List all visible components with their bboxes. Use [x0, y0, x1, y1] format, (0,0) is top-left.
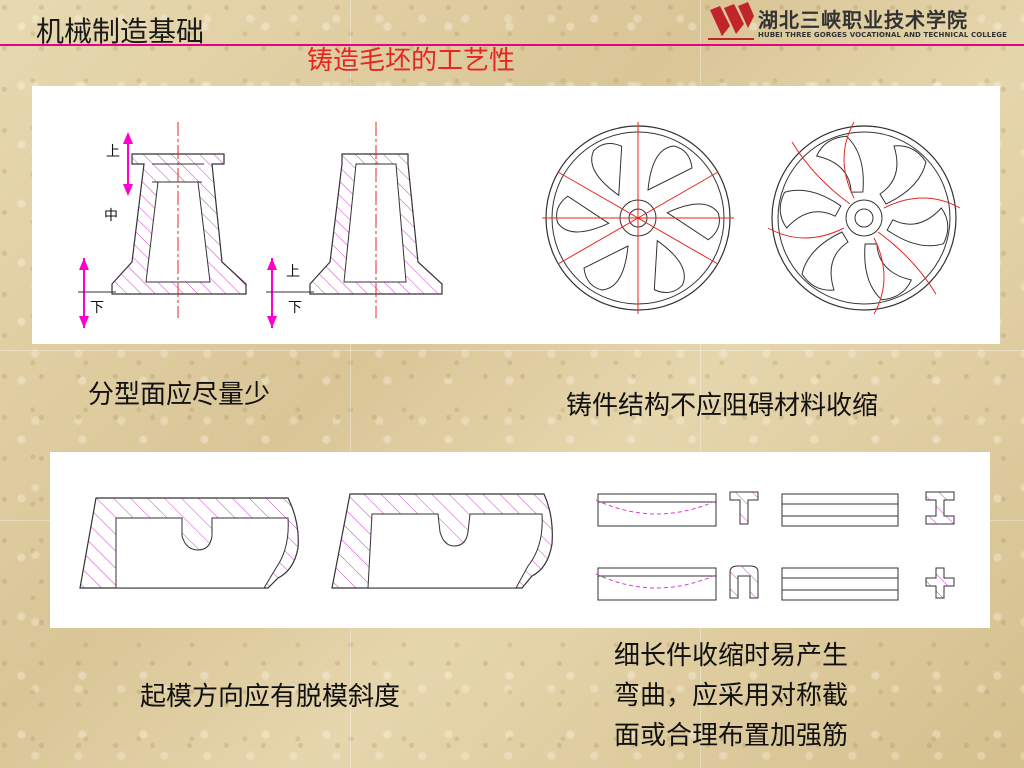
label-lower-2: 下 — [288, 300, 302, 316]
college-name-cn: 湖北三峡职业技术学院 — [758, 8, 968, 32]
college-name-en: HUBEI THREE GORGES VOCATIONAL AND TECHNI… — [758, 31, 1007, 39]
label-upper-2: 上 — [286, 264, 300, 280]
figure-panel-top: 上 中 下 上 下 — [32, 86, 1000, 344]
bar-beam-bent — [595, 493, 719, 601]
label-upper: 上 — [106, 144, 120, 160]
section-n-shape — [729, 565, 759, 599]
bg-line — [350, 0, 351, 768]
casting-figures-top: 上 中 下 上 下 — [78, 121, 961, 328]
caption-parting: 分型面应尽量少 — [88, 380, 271, 410]
course-title: 机械制造基础 — [36, 15, 205, 48]
parting-arrows-left — [78, 132, 133, 328]
casting-no-draft — [79, 497, 299, 589]
section-i-shape — [925, 491, 955, 525]
caption-draft: 起模方向应有脱模斜度 — [140, 682, 401, 712]
college-logo: 湖北三峡职业技术学院 HUBEI THREE GORGES VOCATIONAL… — [706, 2, 1016, 42]
label-middle: 中 — [104, 208, 118, 224]
bg-line — [0, 350, 1024, 351]
bar-beam-straight — [781, 493, 899, 601]
bg-line — [700, 0, 701, 768]
parting-arrows-right — [266, 258, 314, 328]
slide-title: 铸造毛坯的工艺性 — [307, 46, 516, 76]
casting-with-draft — [331, 493, 553, 589]
wheel-curved-spokes — [767, 121, 961, 315]
casting-figures-bottom — [79, 491, 955, 601]
caption-bending-line: 弯曲，应采用对称截 — [614, 681, 849, 711]
caption-shrinkage: 铸件结构不应阻碍材料收缩 — [566, 391, 879, 421]
wheel-straight-spokes — [542, 122, 734, 314]
header-rule — [0, 44, 1024, 46]
casting-three-part — [111, 122, 247, 318]
caption-bending-line: 面或合理布置加强筋 — [614, 721, 849, 751]
casting-two-part — [309, 122, 443, 318]
figure-panel-bottom — [50, 452, 990, 628]
college-emblem-icon — [708, 2, 754, 40]
caption-bending: 细长件收缩时易产生 弯曲，应采用对称截 面或合理布置加强筋 — [614, 636, 848, 756]
section-t-shape — [729, 491, 759, 525]
caption-bending-line: 细长件收缩时易产生 — [614, 641, 849, 671]
section-cross-shape — [925, 567, 955, 599]
label-lower: 下 — [90, 300, 104, 316]
